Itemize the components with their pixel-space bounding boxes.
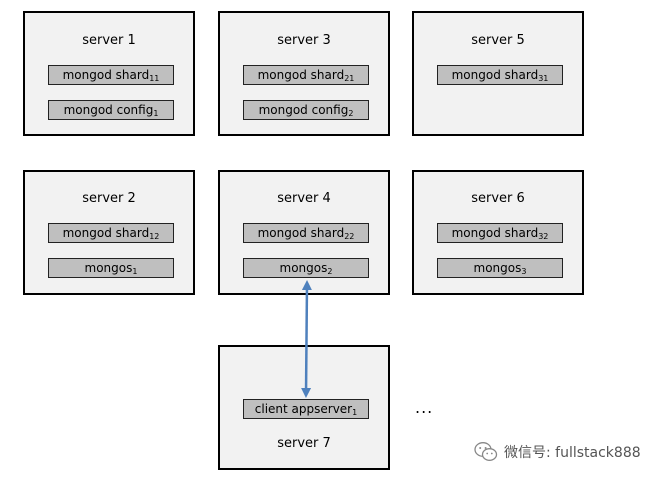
server-3-label: server 3: [277, 33, 331, 48]
process-mongos-2: mongos2: [243, 258, 369, 278]
process-mongod-config-2: mongod config2: [243, 100, 369, 120]
ellipsis-more-servers: ...: [415, 398, 434, 417]
server-5-label: server 5: [471, 33, 525, 48]
process-mongod-shard-11: mongod shard11: [48, 65, 174, 85]
process-name: mongod config: [258, 103, 349, 117]
wechat-logo-icon: [474, 442, 498, 461]
process-name: mongod shard: [62, 226, 150, 240]
server-2-box: server 2 mongod shard12 mongos1: [23, 170, 195, 295]
process-name: mongos: [473, 261, 522, 275]
process-subscript: 1: [153, 109, 159, 118]
server-6-box: server 6 mongod shard32 mongos3: [412, 170, 584, 295]
process-mongos-3: mongos3: [437, 258, 563, 278]
server-2-label: server 2: [82, 191, 136, 206]
wechat-watermark: 微信号: fullstack888: [474, 438, 641, 466]
process-subscript: 31: [538, 74, 549, 83]
process-subscript: 21: [344, 74, 355, 83]
process-subscript: 32: [538, 232, 549, 241]
process-name: mongos: [279, 261, 328, 275]
process-subscript: 12: [149, 232, 160, 241]
server-4-box: server 4 mongod shard22 mongos2: [218, 170, 390, 295]
process-name: mongos: [84, 261, 133, 275]
process-mongod-shard-21: mongod shard21: [243, 65, 369, 85]
process-name: mongod shard: [451, 226, 539, 240]
process-subscript: 2: [348, 109, 354, 118]
process-subscript: 3: [521, 267, 527, 276]
process-subscript: 2: [327, 267, 333, 276]
process-name: mongod shard: [451, 68, 539, 82]
connection-arrow: [301, 280, 312, 398]
process-mongod-shard-31: mongod shard31: [437, 65, 563, 85]
process-name: mongod shard: [257, 68, 345, 82]
process-subscript: 1: [352, 408, 358, 417]
watermark-text: 微信号: fullstack888: [504, 445, 641, 461]
process-mongod-shard-12: mongod shard12: [48, 223, 174, 243]
process-name: client appserver: [254, 402, 353, 416]
process-mongod-shard-22: mongod shard22: [243, 223, 369, 243]
server-4-label: server 4: [277, 191, 331, 206]
process-name: mongod shard: [62, 68, 150, 82]
server-3-box: server 3 mongod shard21 mongod config2: [218, 11, 390, 136]
server-6-label: server 6: [471, 191, 525, 206]
process-subscript: 11: [149, 74, 160, 83]
process-subscript: 1: [132, 267, 138, 276]
process-subscript: 22: [344, 232, 355, 241]
server-5-box: server 5 mongod shard31: [412, 11, 584, 136]
process-mongos-1: mongos1: [48, 258, 174, 278]
process-name: mongod shard: [257, 226, 345, 240]
process-mongod-config-1: mongod config1: [48, 100, 174, 120]
process-mongod-shard-32: mongod shard32: [437, 223, 563, 243]
server-7-label: server 7: [277, 436, 331, 451]
process-name: mongod config: [63, 103, 154, 117]
server-1-label: server 1: [82, 33, 136, 48]
server-1-box: server 1 mongod shard11 mongod config1: [23, 11, 195, 136]
process-client-appserver-1: client appserver1: [243, 399, 369, 419]
